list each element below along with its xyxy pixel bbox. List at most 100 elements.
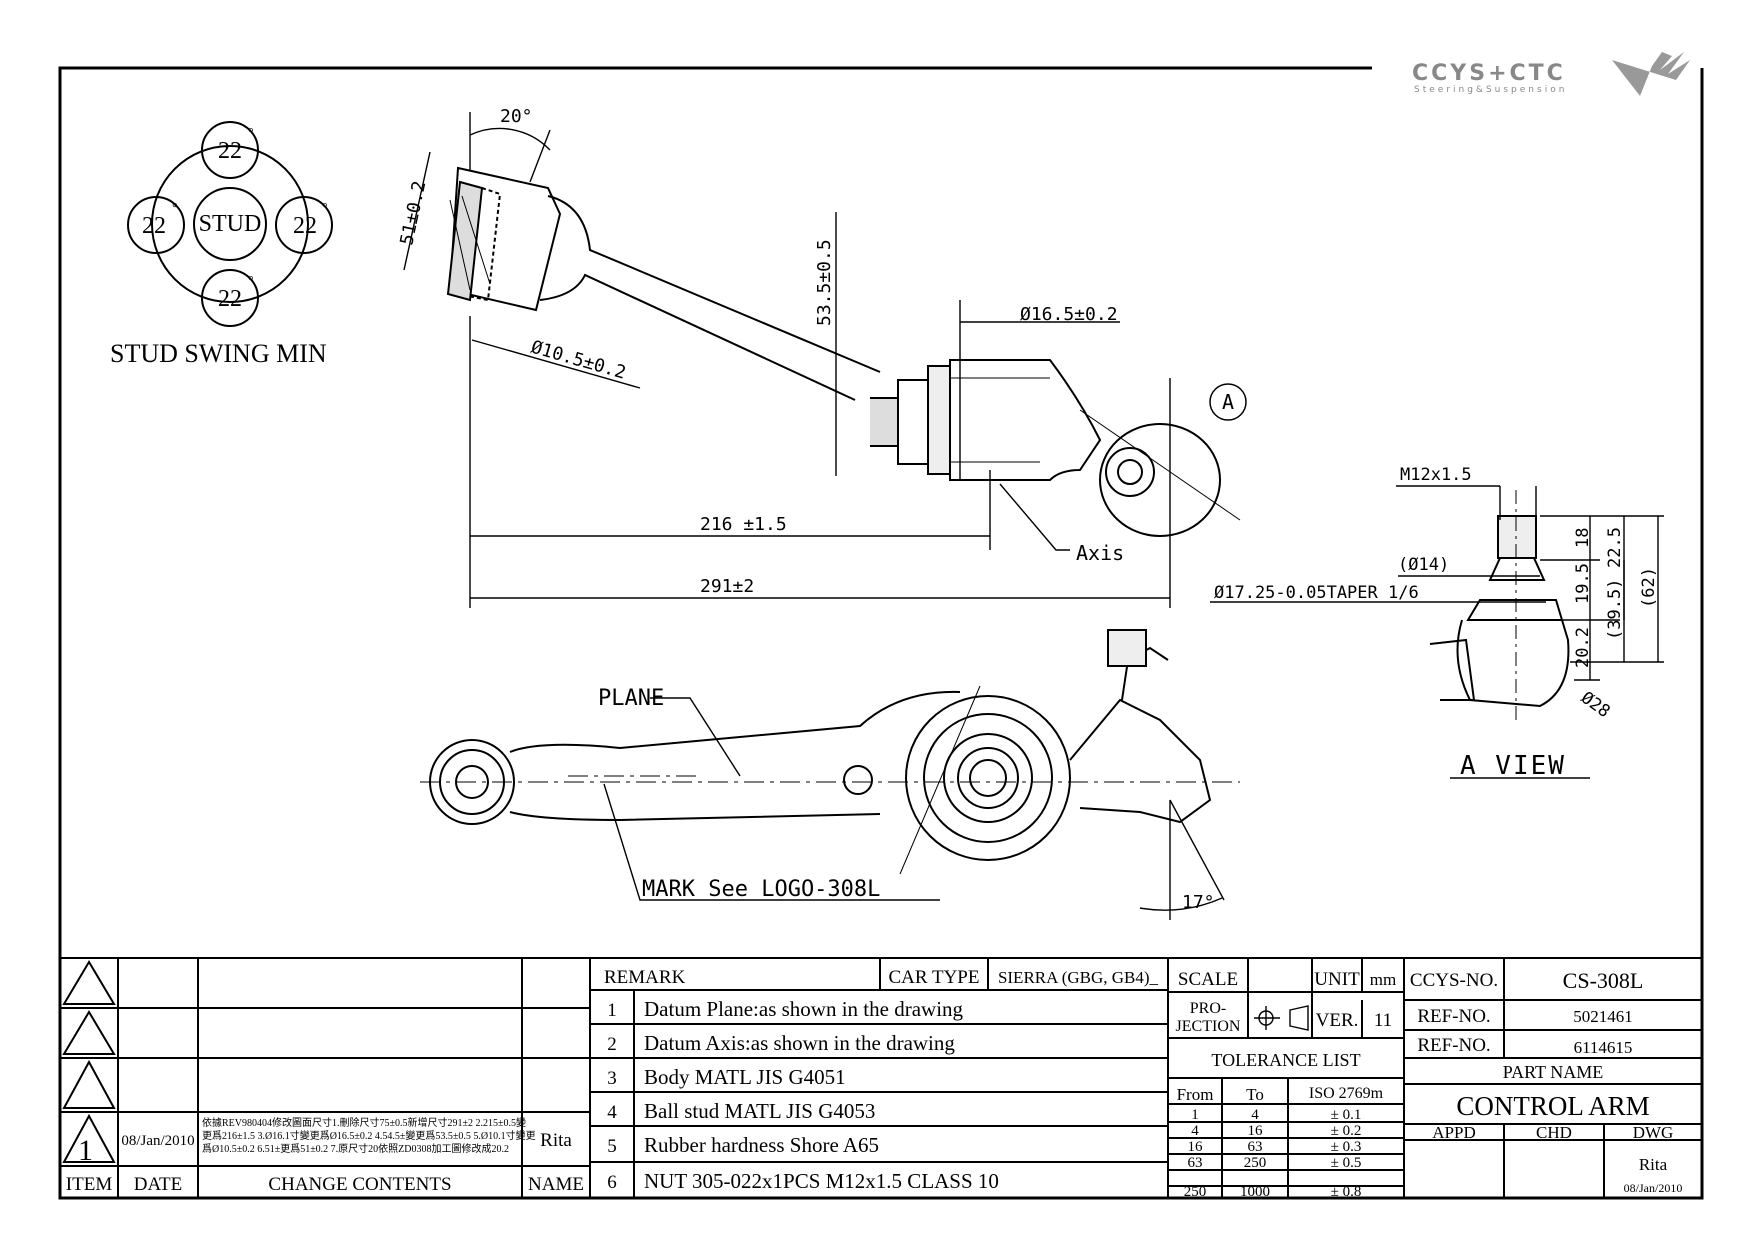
tol-header-from: From	[1177, 1085, 1214, 1104]
header-item: ITEM	[66, 1174, 113, 1195]
dim-dia10-5: Ø10.5±0.2	[529, 337, 629, 384]
side-view-leaders	[603, 697, 1225, 920]
revision-contents-line3: 爲Ø10.5±0.2 6.51±更爲51±0.2 7.原尺寸20依照ZD0308…	[202, 1142, 509, 1155]
swing-angle-right: 22	[293, 213, 317, 239]
car-type-value: SIERRA (GBG, GB4)_	[998, 968, 1159, 987]
header-name: NAME	[528, 1174, 584, 1195]
tolerance-title: TOLERANCE LIST	[1211, 1050, 1360, 1070]
tol-to: 4	[1251, 1107, 1259, 1123]
remark-no: 4	[607, 1102, 617, 1123]
swing-angle-bottom: 22	[218, 286, 242, 312]
dim-angle-top: 20°	[500, 106, 533, 127]
remark-no: 5	[607, 1136, 617, 1157]
tol-from: 1	[1191, 1107, 1199, 1123]
tol-to: 250	[1244, 1155, 1267, 1171]
sheet-border	[58, 66, 1704, 1200]
a-view-title: A VIEW	[1460, 751, 1566, 781]
tol-to: 1000	[1240, 1184, 1270, 1200]
revision-name: Rita	[540, 1130, 572, 1151]
degree-mark: °	[248, 274, 254, 289]
view-a-marker	[1209, 383, 1247, 421]
dwg-name: Rita	[1639, 1155, 1668, 1174]
projection-line2: JECTION	[1176, 1018, 1241, 1035]
projection-symbol-icon	[1254, 1005, 1309, 1031]
dwg-label: DWG	[1633, 1123, 1674, 1142]
header-change-contents: CHANGE CONTENTS	[268, 1174, 451, 1195]
company-logo: CCYS+CTC Steering&Suspension	[1412, 52, 1690, 96]
tol-from: 63	[1188, 1155, 1203, 1171]
stud-center-label: STUD	[199, 211, 262, 237]
degree-mark: °	[248, 126, 254, 141]
tol-from: 16	[1188, 1139, 1204, 1155]
unit-value: mm	[1370, 970, 1396, 989]
ref-no-label-1: REF-NO.	[1417, 1006, 1490, 1027]
appd-label: APPD	[1432, 1123, 1475, 1142]
logo-brand: CCYS+CTC	[1412, 61, 1566, 86]
taper-label: Ø17.25-0.05TAPER 1/6	[1214, 583, 1419, 603]
swing-outer-circle	[151, 145, 309, 303]
angle-17-label: 17°	[1182, 892, 1215, 913]
remark-no: 6	[607, 1172, 617, 1193]
dia14-label: (Ø14)	[1398, 555, 1449, 575]
dwg-date: 08/Jan/2010	[1624, 1181, 1683, 1195]
ccys-no-value: CS-308L	[1563, 968, 1644, 993]
ref-no-value-1: 5021461	[1573, 1007, 1633, 1026]
view-a-letter: A	[1222, 390, 1234, 414]
tol-from: 4	[1191, 1123, 1199, 1139]
remark-title: REMARK	[604, 967, 686, 988]
tol-value: ± 0.2	[1331, 1123, 1362, 1139]
tol-value: ± 0.3	[1331, 1139, 1362, 1155]
a-view-detail	[1429, 490, 1570, 720]
logo-mark-icon	[1612, 52, 1690, 96]
revision-contents-line1: 依據REV980404修改圖面尺寸1.刪除尺寸75±0.5新增尺寸291±2 2…	[202, 1116, 526, 1129]
dim-51: 51±0.2	[396, 179, 430, 247]
plane-label: PLANE	[598, 686, 664, 711]
remark-text: Ball stud MATL JIS G4053	[644, 1099, 875, 1123]
dim-dia16-5: Ø16.5±0.2	[1020, 304, 1118, 325]
dim-19-5: 19.5	[1573, 563, 1593, 604]
tol-value: ± 0.1	[1331, 1107, 1362, 1123]
dim-18: 18	[1573, 528, 1593, 548]
dim-53: 53.5±0.5	[814, 239, 835, 326]
dim-62: (62)	[1639, 567, 1659, 608]
axis-label: Axis	[1076, 541, 1124, 565]
dim-20-2: 20.2	[1573, 627, 1593, 668]
dim-216: 216 ±1.5	[700, 514, 787, 535]
top-view-dimensions	[403, 112, 1171, 608]
remark-text: Body MATL JIS G4051	[644, 1065, 846, 1089]
degree-mark: °	[172, 201, 178, 216]
dim-22-5: 22.5	[1605, 527, 1625, 568]
projection-line1: PRO-	[1190, 1000, 1226, 1017]
stud-swing-caption: STUD SWING MIN	[110, 339, 327, 368]
ccys-no-label: CCYS-NO.	[1410, 970, 1498, 991]
tol-from: 250	[1184, 1184, 1207, 1200]
swing-angle-left: 22	[142, 213, 166, 239]
remark-no: 2	[607, 1034, 617, 1055]
header-date: DATE	[134, 1174, 183, 1195]
remark-text: Rubber hardness Shore A65	[644, 1133, 879, 1157]
tol-header-iso: ISO 2769m	[1309, 1085, 1384, 1102]
ref-no-label-2: REF-NO.	[1417, 1035, 1490, 1056]
revision-date: 08/Jan/2010	[121, 1133, 194, 1149]
unit-label: UNIT	[1314, 969, 1360, 990]
title-block-grid	[60, 957, 1702, 1198]
ver-label: VER.	[1316, 1010, 1359, 1031]
degree-mark: °	[322, 201, 328, 216]
tol-to: 16	[1248, 1123, 1264, 1139]
mark-label: MARK See LOGO-308L	[642, 877, 880, 902]
control-arm-side-view	[420, 629, 1240, 875]
part-name-label: PART NAME	[1503, 1062, 1603, 1082]
remark-list: 1 Datum Plane:as shown in the drawing 2 …	[607, 997, 999, 1193]
a-view-dimensions	[1210, 485, 1664, 779]
dim-39-5: (39.5)	[1605, 579, 1625, 640]
stud-swing-diagram: STUD 22 22 22 22 ° ° ° ° STUD SWING MIN	[110, 121, 333, 368]
dim-291: 291±2	[700, 576, 754, 597]
tol-header-to: To	[1246, 1085, 1264, 1104]
dia28-label: Ø28	[1577, 688, 1614, 722]
swing-angle-top: 22	[218, 138, 242, 164]
chd-label: CHD	[1536, 1123, 1572, 1142]
revision-item-no: 1	[78, 1134, 93, 1167]
remark-text: NUT 305-022x1PCS M12x1.5 CLASS 10	[644, 1169, 999, 1193]
revision-contents-line2: 更爲216±1.5 3.Ø16.1寸變更爲Ø16.5±0.2 4.54.5±變更…	[202, 1129, 536, 1142]
